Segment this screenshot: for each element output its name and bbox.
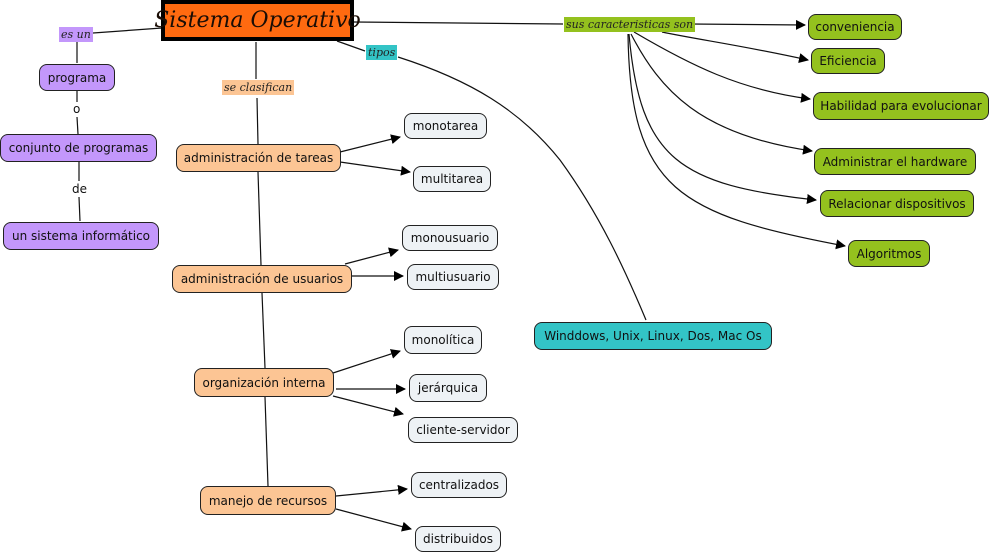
node-label: Winddows, Unix, Linux, Dos, Mac Os xyxy=(544,329,762,343)
node-label: conjunto de programas xyxy=(8,141,149,155)
link-caracteristicas-conveniencia xyxy=(689,19,806,30)
node-label: multitarea xyxy=(420,172,484,186)
link-usuarios-organizacion xyxy=(261,292,266,369)
link-caracteristicas-hardware xyxy=(630,33,813,155)
node-centralizados[interactable]: centralizados xyxy=(411,472,507,498)
root-node-sistema-operativo[interactable]: Sistema Operativo xyxy=(154,0,361,41)
node-label: cliente-servidor xyxy=(416,423,510,437)
link-label-caracteristicas: sus caracteristicas son xyxy=(564,17,696,33)
node-label: Habilidad para evolucionar xyxy=(820,99,982,113)
link-tareas-multitarea xyxy=(339,161,411,176)
node-monousuario[interactable]: monousuario xyxy=(402,225,498,251)
link-organizacion-cliente xyxy=(332,395,404,417)
node-label: monolítica xyxy=(411,333,475,347)
node-label: conveniencia xyxy=(815,20,895,34)
link-organizacion-manejo xyxy=(264,396,269,487)
node-conveniencia[interactable]: conveniencia xyxy=(808,14,902,40)
link-label-de: de xyxy=(70,182,89,197)
node-cliente-servidor[interactable]: cliente-servidor xyxy=(408,417,518,443)
link-caracteristicas-habilidad xyxy=(633,31,811,103)
node-multitarea[interactable]: multitarea xyxy=(413,166,491,192)
link-caracteristicas-algoritmos xyxy=(627,33,846,250)
link-se-clasifican-tareas xyxy=(256,97,259,145)
node-organizacion-interna[interactable]: organización interna xyxy=(194,368,334,397)
link-organizacion-monolitica xyxy=(332,349,401,374)
node-label: jerárquica xyxy=(417,381,479,395)
node-label: administración de usuarios xyxy=(180,272,344,286)
link-root-es-un xyxy=(92,27,163,34)
link-usuarios-monousuario xyxy=(344,247,399,265)
node-administracion-de-usuarios[interactable]: administración de usuarios xyxy=(172,265,352,293)
node-label: Eficiencia xyxy=(819,54,877,68)
node-label: administración de tareas xyxy=(183,151,334,165)
node-manejo-de-recursos[interactable]: manejo de recursos xyxy=(200,486,336,515)
link-root-caracteristicas xyxy=(353,21,564,25)
node-label: distribuidos xyxy=(423,532,493,546)
link-label-es-un: es un xyxy=(59,27,93,43)
link-de-sistema xyxy=(78,196,81,222)
node-programa[interactable]: programa xyxy=(39,64,115,91)
node-label: monotarea xyxy=(412,119,479,133)
root-label: Sistema Operativo xyxy=(154,8,361,33)
node-monolitica[interactable]: monolítica xyxy=(404,326,482,354)
link-root-tipos xyxy=(336,40,366,52)
node-habilidad-para-evolucionar[interactable]: Habilidad para evolucionar xyxy=(813,92,989,120)
node-administrar-el-hardware[interactable]: Administrar el hardware xyxy=(814,148,976,175)
link-tareas-usuarios xyxy=(257,171,262,266)
node-label: Algoritmos xyxy=(856,246,922,261)
node-eficiencia[interactable]: Eficiencia xyxy=(811,48,885,74)
node-multiusuario[interactable]: multiusuario xyxy=(407,264,499,290)
node-label: centralizados xyxy=(418,478,500,492)
node-label: Administrar el hardware xyxy=(822,154,968,169)
node-monotarea[interactable]: monotarea xyxy=(404,113,487,139)
node-label: organización interna xyxy=(202,375,326,390)
link-caracteristicas-eficiencia xyxy=(661,31,809,63)
node-tipos-de-so[interactable]: Winddows, Unix, Linux, Dos, Mac Os xyxy=(534,322,772,350)
node-label: programa xyxy=(47,70,107,85)
link-label-se-clasifican: se clasifican xyxy=(222,80,295,96)
node-algoritmos[interactable]: Algoritmos xyxy=(848,240,930,267)
node-un-sistema-informatico[interactable]: un sistema informático xyxy=(3,222,159,250)
node-label: Relacionar dispositivos xyxy=(828,196,966,211)
link-caracteristicas-relacionar xyxy=(628,33,817,204)
link-manejo-centralizados xyxy=(335,484,408,497)
node-label: un sistema informático xyxy=(11,229,151,243)
node-label: monousuario xyxy=(410,231,490,245)
node-relacionar-dispositivos[interactable]: Relacionar dispositivos xyxy=(820,190,974,217)
link-tareas-monotarea xyxy=(339,134,401,153)
node-label: manejo de recursos xyxy=(208,493,328,508)
node-administracion-de-tareas[interactable]: administración de tareas xyxy=(176,144,341,172)
link-manejo-distribuidos xyxy=(335,508,412,532)
link-tipos-types xyxy=(397,56,647,321)
node-distribuidos[interactable]: distribuidos xyxy=(415,526,501,552)
node-label: multiusuario xyxy=(415,270,491,284)
node-jerarquica[interactable]: jerárquica xyxy=(409,374,487,402)
node-conjunto-de-programas[interactable]: conjunto de programas xyxy=(0,134,157,162)
link-label-tipos: tipos xyxy=(366,45,398,61)
link-o-conjunto xyxy=(76,116,79,135)
link-label-o: o xyxy=(71,102,83,117)
